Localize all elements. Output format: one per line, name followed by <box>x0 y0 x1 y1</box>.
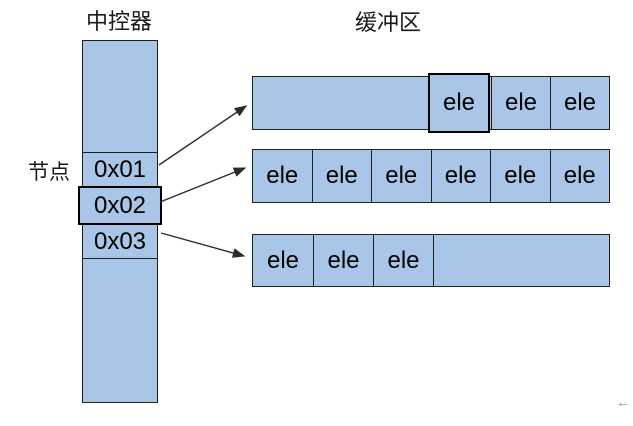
buffer-cell-ele: ele <box>266 246 300 274</box>
buffer-cell-ele: ele <box>373 235 433 286</box>
controller-column: 0x01 0x03 0x02 <box>78 40 162 403</box>
controller-cell-0x03: 0x03 <box>83 224 157 258</box>
arrow-0x01-to-buffer1 <box>158 105 248 166</box>
node-label: 节点 <box>28 161 70 184</box>
buffer-cell-ele-highlighted: ele <box>428 73 490 133</box>
buffer-cell-ele: ele <box>549 150 610 202</box>
buffer-cell-ele: ele <box>550 77 609 129</box>
buffer-row-1: ele ele ele <box>252 73 610 133</box>
controller-title: 中控器 <box>86 9 153 34</box>
controller-empty-bottom <box>83 258 157 402</box>
buffer-cell-ele: ele <box>371 150 431 202</box>
buffer-cell-ele: ele <box>491 77 550 129</box>
return-arrow-icon: ← <box>616 394 630 410</box>
buffer-cell-ele: ele <box>490 150 550 202</box>
arrow-0x02-to-buffer2 <box>159 167 247 203</box>
buffer-cell-empty <box>433 235 609 286</box>
buffer-title: 缓冲区 <box>355 10 422 35</box>
buffer-cell-ele: ele <box>313 235 373 286</box>
controller-cell-0x02-highlighted: 0x02 <box>78 186 162 225</box>
buffer-cell-ele: ele <box>430 150 491 202</box>
buffer-cell-empty <box>253 77 429 129</box>
controller-cell-0x01: 0x01 <box>83 152 157 187</box>
buffer-row-3: ele ele ele <box>252 234 610 287</box>
controller-empty-top <box>83 41 157 152</box>
buffer-cell-ele: ele <box>311 150 372 202</box>
arrow-0x03-to-buffer3 <box>160 232 246 258</box>
buffer-row-2: ele ele ele ele ele ele <box>252 149 610 203</box>
buffer-cell-ele: ele <box>266 162 299 189</box>
